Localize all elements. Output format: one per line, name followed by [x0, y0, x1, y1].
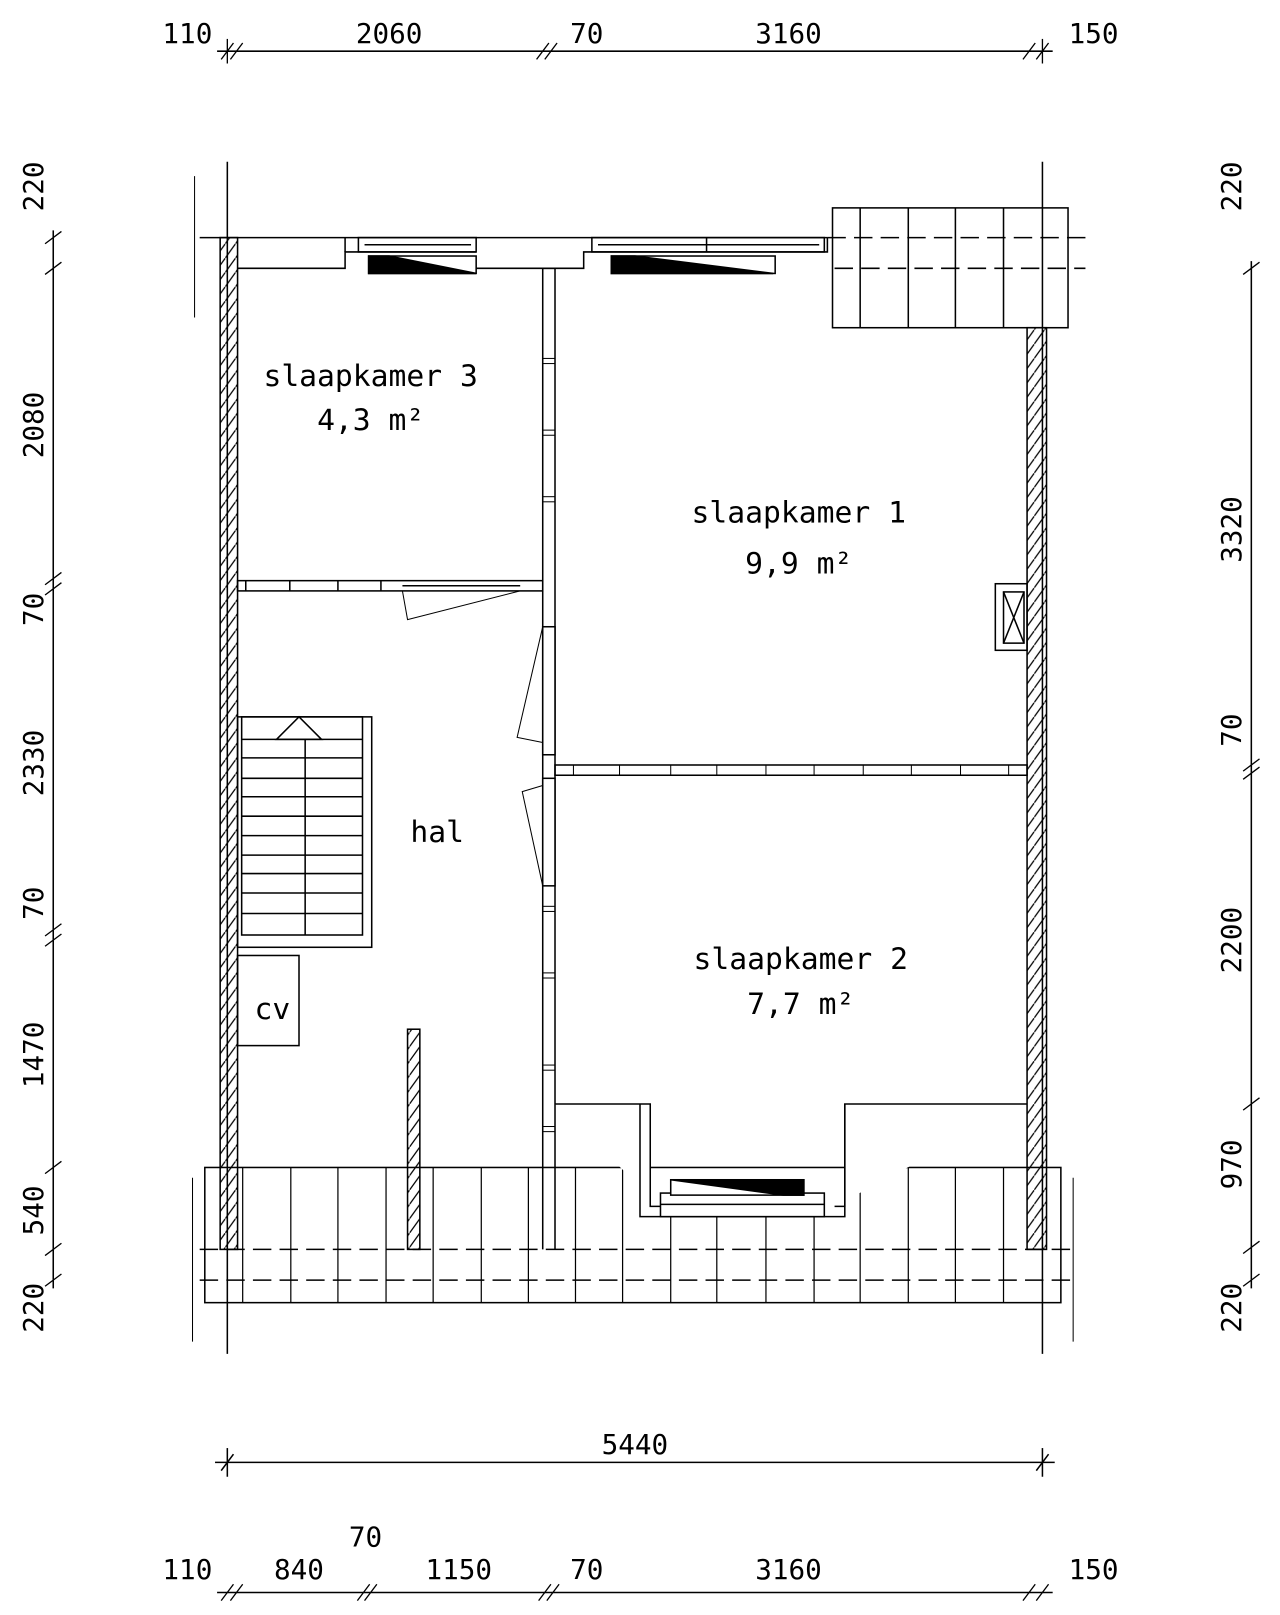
right-dimension-line	[1242, 261, 1260, 1289]
dim-overall-width: 5440	[602, 1428, 669, 1461]
stair-direction-arrow-icon	[274, 715, 324, 741]
room-label-slaapkamer-3: slaapkamer 3	[263, 359, 477, 394]
overall-dimension-line	[215, 1448, 1055, 1477]
door-slaapkamer-1[interactable]	[516, 625, 556, 756]
cv-closet	[236, 954, 300, 1047]
interior-wall-sk1-sk2	[554, 764, 1028, 777]
room-area-slaapkamer-1: 9,9 m²	[745, 546, 852, 581]
dim-bottom-2: 840	[274, 1553, 324, 1586]
top-wall	[199, 236, 829, 270]
dim-top-3: 70	[570, 17, 603, 50]
bottom-dimension-line	[217, 1583, 1053, 1602]
dim-bottom-3: 70	[349, 1520, 382, 1553]
room-label-slaapkamer-2: slaapkamer 2	[694, 942, 908, 977]
dormer-niche-bottom[interactable]	[555, 1103, 1028, 1218]
dim-bottom-1: 110	[162, 1553, 212, 1586]
dim-left-7: 540	[17, 1186, 50, 1236]
staircase	[236, 715, 373, 949]
dim-right-2: 3320	[1215, 496, 1248, 563]
room-area-slaapkamer-2: 7,7 m²	[747, 987, 854, 1022]
dim-bottom-5: 70	[570, 1553, 603, 1586]
door-slaapkamer-2[interactable]	[521, 777, 556, 887]
dim-left-5: 70	[17, 887, 50, 920]
dim-right-4: 2200	[1215, 907, 1248, 974]
left-exterior-wall	[219, 236, 239, 1251]
dim-right-3: 70	[1215, 714, 1248, 747]
dim-bottom-4: 1150	[425, 1553, 492, 1586]
dim-left-2: 2080	[17, 392, 50, 459]
dim-top-1: 110	[162, 17, 212, 50]
short-wall	[406, 1028, 421, 1251]
room-area-slaapkamer-3: 4,3 m²	[317, 403, 424, 438]
interior-wall-sk3-hal	[236, 579, 544, 592]
dim-top-5: 150	[1069, 17, 1119, 50]
roof-dormer-top	[827, 207, 1086, 329]
ventilation-shaft	[994, 582, 1028, 652]
left-dimension-line	[44, 230, 62, 1289]
dim-bottom-6: 3160	[755, 1553, 822, 1586]
dim-bottom-7: 150	[1069, 1553, 1119, 1586]
interior-wall-vertical	[541, 267, 556, 1250]
window-top-left	[357, 236, 477, 275]
window-top-right	[591, 236, 826, 275]
right-exterior-wall	[1026, 326, 1048, 1251]
dim-right-1: 220	[1215, 161, 1248, 211]
room-label-hal: hal	[410, 815, 464, 850]
dim-top-2: 2060	[356, 17, 423, 50]
dim-left-6: 1470	[17, 1022, 50, 1089]
door-slaapkamer-3[interactable]	[401, 585, 521, 621]
dim-top-4: 3160	[755, 17, 822, 50]
room-label-cv: cv	[255, 992, 291, 1027]
room-label-slaapkamer-1: slaapkamer 1	[691, 495, 905, 530]
dim-left-1: 220	[17, 161, 50, 211]
dim-left-3: 70	[17, 593, 50, 626]
dim-right-6: 220	[1215, 1283, 1248, 1333]
top-dimension-line	[217, 38, 1053, 64]
dim-right-5: 970	[1215, 1139, 1248, 1189]
roof-band-bottom	[199, 1166, 1076, 1304]
dim-left-8: 220	[17, 1283, 50, 1333]
dim-left-4: 2330	[17, 730, 50, 797]
